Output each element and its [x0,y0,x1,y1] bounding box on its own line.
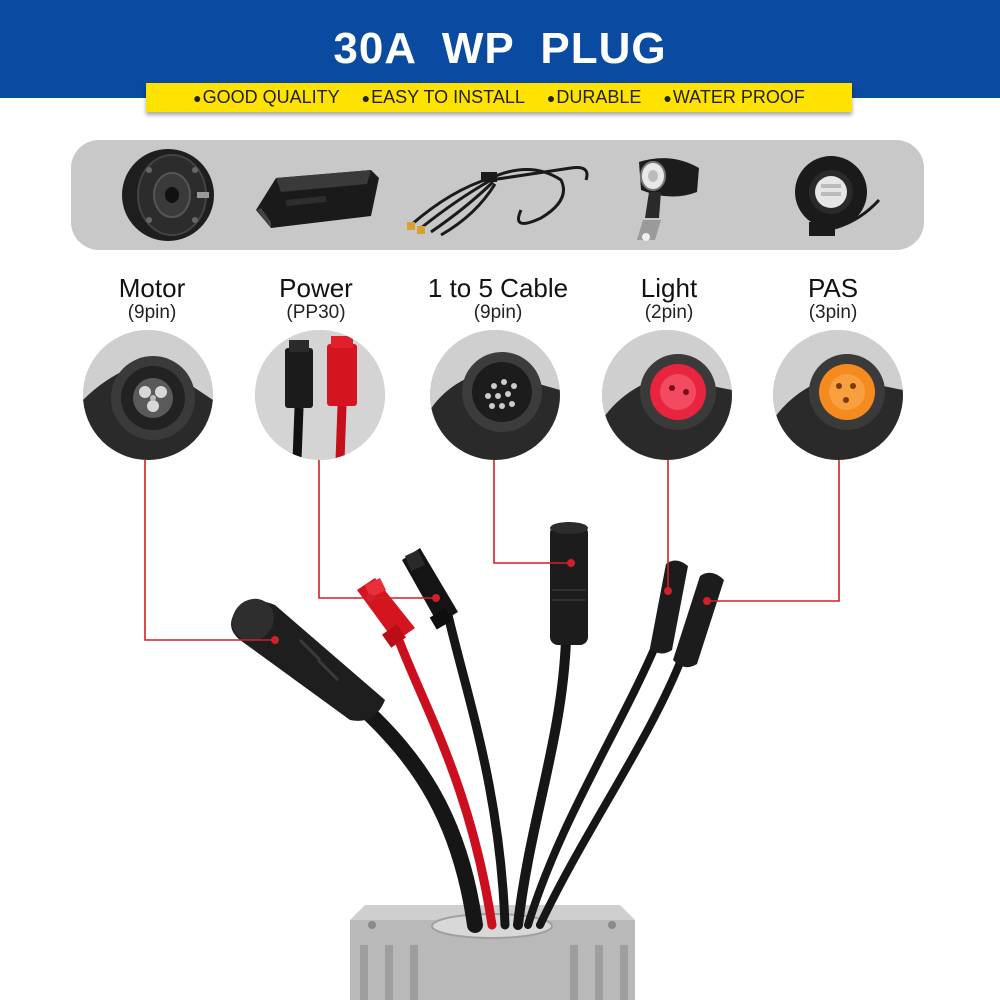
connector-spec: (9pin) [127,302,177,323]
feature-label: EASY TO INSTALL [371,87,525,107]
connector-label-motor: Motor (9pin) [52,273,252,323]
bullet-icon: ● [361,89,371,106]
power-black-cable [443,610,510,930]
leader-line-power [318,460,436,599]
leader-line-cable [493,460,571,564]
connector-spec: (2pin) [644,302,694,323]
power-connector-closeup [255,330,385,460]
cable-harness-icon [407,166,589,237]
motor-cable [352,697,483,933]
header-banner: 30A WP PLUG [0,0,1000,98]
connector-label-pas: PAS (3pin) [733,273,933,323]
feature-item: ●WATER PROOF [663,87,804,108]
power-black-plug [402,548,458,630]
component-strip [71,140,924,250]
connector-label-power: Power (PP30) [216,273,416,323]
light-connector-closeup [602,330,732,460]
motor-connector [231,598,385,721]
feature-bar: ●GOOD QUALITY ●EASY TO INSTALL ●DURABLE … [146,83,852,112]
pas-sensor-icon [795,156,881,236]
cable-connector-closeup [430,330,560,460]
cable-1to5-cable [513,635,571,930]
page-title: 30A WP PLUG [333,24,667,73]
connector-spec: (PP30) [286,302,346,323]
power-red-cable [390,625,497,930]
power-red-plug [357,578,415,648]
feature-label: GOOD QUALITY [202,87,340,107]
bullet-icon: ● [546,89,556,106]
battery-icon [256,170,379,228]
motor-connector-closeup [83,330,213,460]
connector-label-light: Light (2pin) [569,273,769,323]
feature-item: ●GOOD QUALITY [193,87,340,108]
feature-label: DURABLE [556,87,642,107]
connector-spec: (9pin) [473,302,523,323]
connector-name: Light [640,273,698,303]
controller-box [350,905,635,1000]
feature-label: WATER PROOF [672,87,805,107]
feature-item: ●EASY TO INSTALL [362,87,525,108]
feature-item: ●DURABLE [547,87,642,108]
headlight-icon [637,158,699,241]
pas-connector-closeup [773,330,903,460]
hub-motor-icon [122,149,214,241]
connector-spec: (3pin) [808,302,858,323]
bullet-icon: ● [663,89,672,106]
connector-label-cable: 1 to 5 Cable (9pin) [398,273,598,323]
connector-name: 1 to 5 Cable [427,273,569,303]
connector-name: Motor [118,273,186,303]
bullet-icon: ● [193,89,202,106]
connector-name: PAS [807,273,859,303]
connector-name: Power [279,273,353,303]
light-cable [524,636,662,929]
pas-connector [673,572,724,668]
cable-1to5-connector [550,522,588,645]
light-connector [650,560,688,654]
leader-line-motor [144,460,275,641]
pas-cable [536,651,687,929]
leader-line-pas [707,460,840,602]
